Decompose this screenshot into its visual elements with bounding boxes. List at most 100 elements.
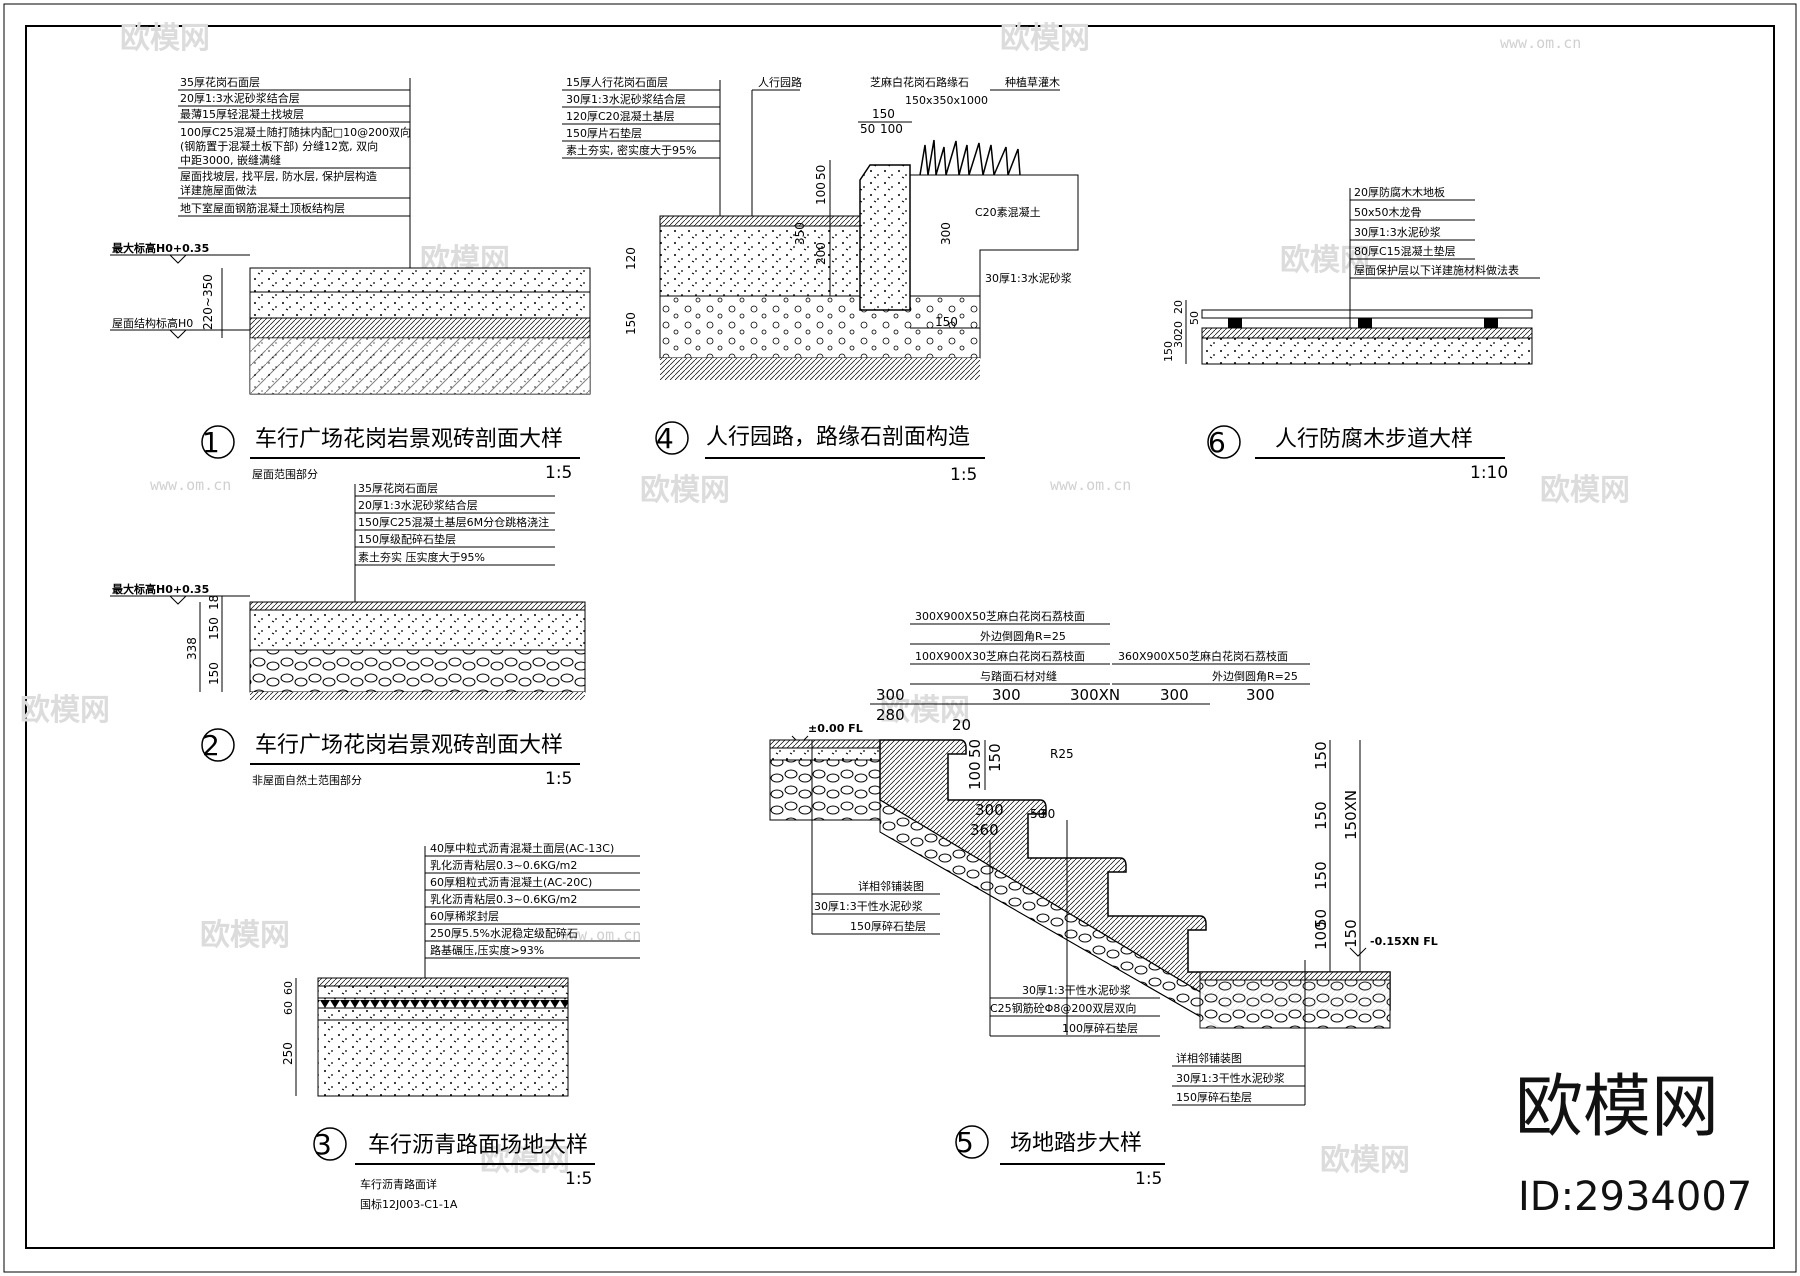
detail-1: 35厚花岗石面层 20厚1:3水泥砂浆结合层 最薄15厚轻混凝土找坡层 100厚…: [110, 76, 591, 483]
svg-text:详建施屋面做法: 详建施屋面做法: [180, 183, 257, 197]
svg-text:屋面范围部分: 屋面范围部分: [252, 467, 318, 481]
detail-scale: 1:5: [545, 463, 572, 483]
svg-text:35厚花岗石面层: 35厚花岗石面层: [358, 482, 438, 495]
svg-text:150厚碎石垫层: 150厚碎石垫层: [850, 919, 926, 933]
svg-text:车行沥青路面详: 车行沥青路面详: [360, 1177, 437, 1191]
svg-text:最薄15厚轻混凝土找坡层: 最薄15厚轻混凝土找坡层: [180, 107, 304, 121]
svg-text:360: 360: [970, 821, 999, 839]
svg-text:40厚中粒式沥青混凝土面层(AC-13C): 40厚中粒式沥青混凝土面层(AC-13C): [430, 841, 614, 855]
svg-text:与踏面石材对缝: 与踏面石材对缝: [980, 669, 1057, 683]
svg-text:150: 150: [935, 315, 958, 329]
svg-text:60: 60: [282, 1001, 295, 1015]
detail-5-bottom-notes: 详相邻铺装图 30厚1:3干性水泥砂浆 150厚碎石垫层: [1172, 960, 1306, 1106]
svg-text:120: 120: [624, 247, 638, 270]
svg-text:芝麻白花岗石路缘石: 芝麻白花岗石路缘石: [870, 75, 969, 89]
svg-text:屋面结构标高H0: 屋面结构标高H0: [112, 316, 193, 330]
svg-text:250: 250: [281, 1042, 295, 1065]
svg-text:30: 30: [1172, 334, 1185, 348]
svg-text:种植草灌木: 种植草灌木: [1005, 75, 1060, 89]
svg-text:20: 20: [1172, 300, 1185, 314]
svg-text:5: 5: [956, 1126, 974, 1159]
svg-text:1:10: 1:10: [1470, 463, 1508, 483]
svg-text:150厚C25混凝土基层6M分仓跳格浇注: 150厚C25混凝土基层6M分仓跳格浇注: [358, 515, 549, 529]
svg-text:300: 300: [939, 222, 953, 245]
svg-text:R25: R25: [1050, 747, 1074, 761]
svg-text:30: 30: [1040, 807, 1055, 821]
svg-text:±0.00 FL: ±0.00 FL: [808, 722, 863, 735]
svg-text:1:5: 1:5: [1135, 1169, 1162, 1189]
detail-6-notes: 20厚防腐木木地板 50x50木龙骨 30厚1:3水泥砂浆 80厚C15混凝土垫…: [1349, 185, 1540, 366]
svg-text:-0.15XN FL: -0.15XN FL: [1370, 935, 1438, 948]
svg-text:150: 150: [1162, 341, 1175, 362]
svg-text:1:5: 1:5: [950, 465, 977, 485]
svg-text:路基碾压,压实度>93%: 路基碾压,压实度>93%: [430, 943, 544, 957]
watermark-text: 欧模网: [640, 473, 730, 508]
svg-text:30厚1:3干性水泥砂浆: 30厚1:3干性水泥砂浆: [1176, 1071, 1285, 1085]
detail-number: 1: [202, 426, 220, 459]
sheet-outer-border: [3, 3, 1797, 1273]
watermark-text: 欧模网: [20, 693, 110, 728]
watermark-url: www.om.cn: [1050, 476, 1131, 494]
svg-text:C20素混凝土: C20素混凝土: [975, 205, 1041, 219]
svg-text:100厚碎石垫层: 100厚碎石垫层: [1062, 1021, 1138, 1035]
svg-text:150: 150: [1312, 801, 1330, 830]
svg-text:30厚1:3干性水泥砂浆: 30厚1:3干性水泥砂浆: [814, 899, 923, 913]
brand-id: ID:2934007: [1518, 1174, 1752, 1220]
watermark-text: 欧模网: [1540, 473, 1630, 508]
svg-text:50: 50: [1188, 311, 1201, 325]
svg-text:150厚片石垫层: 150厚片石垫层: [566, 126, 642, 140]
svg-text:150: 150: [207, 662, 221, 685]
svg-text:50: 50: [1030, 807, 1045, 821]
detail-title: 车行广场花岗岩景观砖剖面大样: [255, 427, 563, 452]
svg-text:150: 150: [624, 312, 638, 335]
svg-text:20厚1:3水泥砂浆结合层: 20厚1:3水泥砂浆结合层: [358, 498, 478, 512]
svg-text:地下室屋面钢筋混凝土顶板结构层: 地下室屋面钢筋混凝土顶板结构层: [180, 201, 345, 215]
svg-text:场地踏步大样: 场地踏步大样: [1010, 1131, 1142, 1156]
svg-text:100厚C25混凝土随打随抹内配□10@200双向: 100厚C25混凝土随打随抹内配□10@200双向: [180, 125, 411, 139]
detail-5: 300X900X50芝麻白花岗石荔枝面 外边倒圆角R=25 100X900X30…: [769, 609, 1438, 1189]
svg-text:300XN: 300XN: [1070, 686, 1120, 704]
svg-text:20: 20: [1172, 321, 1185, 335]
svg-text:80厚C15混凝土垫层: 80厚C15混凝土垫层: [1354, 244, 1456, 258]
svg-text:(钢筋置于混凝土板下部) 分缝12宽, 双向: (钢筋置于混凝土板下部) 分缝12宽, 双向: [180, 139, 378, 153]
svg-text:最大标高H0+0.35: 最大标高H0+0.35: [112, 241, 209, 255]
svg-text:35厚花岗石面层: 35厚花岗石面层: [180, 76, 260, 89]
svg-text:150: 150: [872, 107, 895, 121]
svg-text:150: 150: [986, 743, 1004, 772]
svg-text:20厚防腐木木地板: 20厚防腐木木地板: [1354, 185, 1445, 199]
svg-text:150: 150: [1312, 861, 1330, 890]
watermark-text: 欧模网: [1320, 1143, 1410, 1178]
svg-text:60厚粗粒式沥青混凝土(AC-20C): 60厚粗粒式沥青混凝土(AC-20C): [430, 875, 592, 889]
svg-text:6: 6: [1208, 426, 1226, 459]
svg-text:120厚C20混凝土基层: 120厚C20混凝土基层: [566, 109, 675, 123]
watermark-text: 欧模网: [480, 1143, 570, 1178]
svg-text:3: 3: [314, 1128, 332, 1161]
svg-text:人行防腐木步道大样: 人行防腐木步道大样: [1275, 427, 1473, 452]
svg-text:60: 60: [282, 981, 295, 995]
svg-text:车行沥青路面场地大样: 车行沥青路面场地大样: [368, 1133, 588, 1158]
watermark-text: 欧模网: [1000, 21, 1090, 56]
svg-text:1:5: 1:5: [545, 769, 572, 789]
svg-text:素土夯实 压实度大于95%: 素土夯实 压实度大于95%: [358, 550, 485, 564]
svg-text:2: 2: [202, 729, 220, 762]
svg-text:300: 300: [1160, 686, 1189, 704]
svg-text:300: 300: [1246, 686, 1275, 704]
svg-text:50: 50: [966, 739, 984, 758]
svg-text:50: 50: [1312, 909, 1330, 928]
svg-text:280: 280: [876, 706, 905, 724]
svg-text:100: 100: [814, 182, 828, 205]
svg-text:100X900X30芝麻白花岗石荔枝面: 100X900X30芝麻白花岗石荔枝面: [915, 649, 1085, 663]
detail-3: 40厚中粒式沥青混凝土面层(AC-13C) 乳化沥青粘层0.3~0.6KG/m2…: [281, 841, 640, 1211]
svg-text:车行广场花岗岩景观砖剖面大样: 车行广场花岗岩景观砖剖面大样: [255, 733, 563, 758]
svg-text:中距3000, 嵌缝满缝: 中距3000, 嵌缝满缝: [180, 153, 281, 167]
svg-text:外边倒圆角R=25: 外边倒圆角R=25: [1212, 670, 1298, 683]
watermark-text: 欧模网: [880, 693, 970, 728]
svg-text:1:5: 1:5: [565, 1169, 592, 1189]
detail-5-top-notes: 300X900X50芝麻白花岗石荔枝面 外边倒圆角R=25 100X900X30…: [910, 609, 1310, 685]
watermark-url: www.om.cn: [1500, 34, 1581, 52]
detail-4: 15厚人行花岗石面层 30厚1:3水泥砂浆结合层 120厚C20混凝土基层 15…: [562, 75, 1079, 485]
svg-text:300: 300: [876, 686, 905, 704]
watermark-url: www.om.cn: [560, 926, 641, 944]
svg-text:20: 20: [952, 716, 971, 734]
